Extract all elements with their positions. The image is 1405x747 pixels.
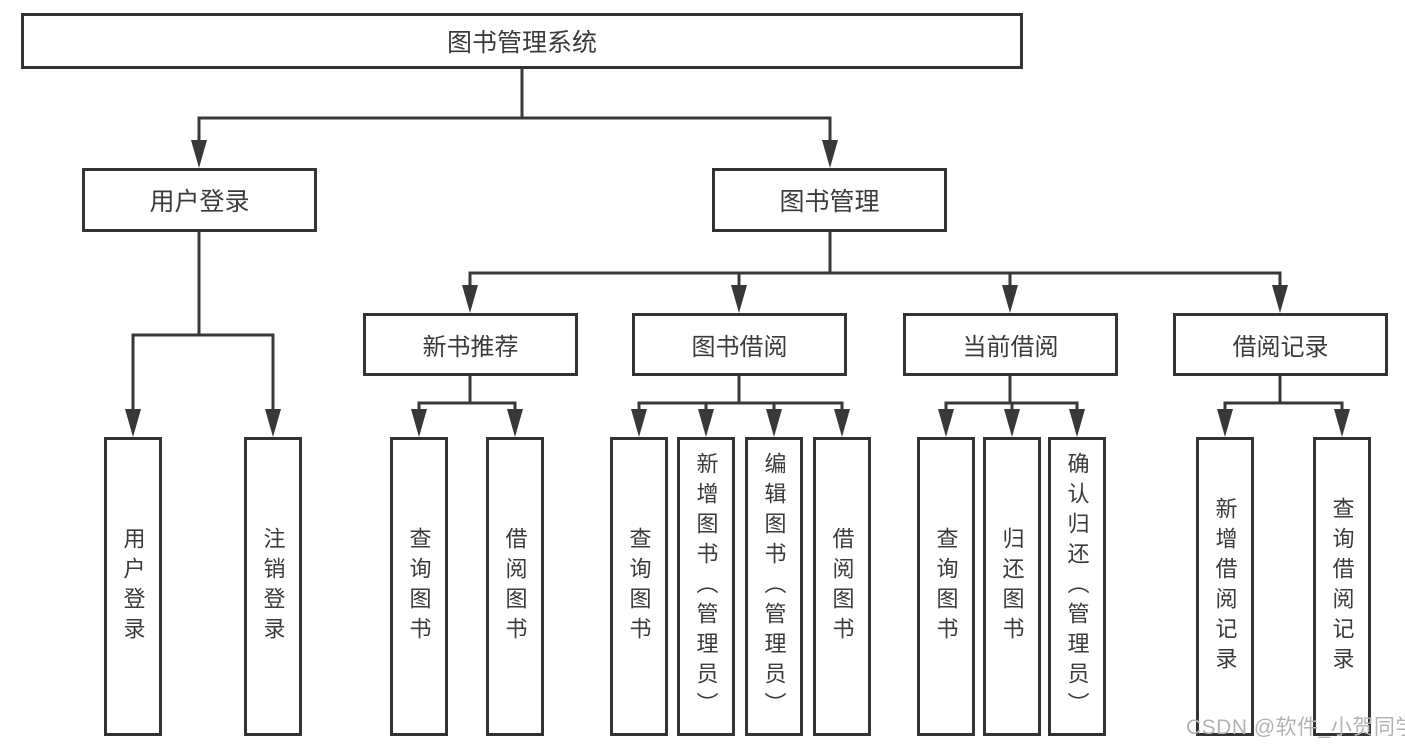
leaf-label: 借阅图书 [502,526,528,647]
leaf-label: 新增借阅记录 [1212,496,1238,677]
leaf-confirm-return-admin: 确认归还（管理员） [1048,437,1106,736]
leaf-borrow-book: 借阅图书 [813,437,871,736]
leaf-query-books: 查询图书 [610,437,668,736]
leaf-edit-book-admin: 编辑图书（管理员） [745,437,803,736]
node-book-management: 图书管理 [712,168,947,232]
leaf-user-login: 用户登录 [104,437,162,736]
connector-root-to-level2 [191,67,838,168]
leaf-query-books: 查询图书 [390,437,448,736]
leaf-label: 借阅图书 [829,526,855,647]
csdn-watermark: CSDN @软件_小贺同学 [1186,716,1405,739]
connector-user-login-children [125,230,281,437]
connector-book-management-children [462,230,1288,313]
connector-new-book-recommend-children [411,374,523,437]
leaf-query-borrow-record: 查询借阅记录 [1313,437,1371,736]
leaf-query-books: 查询图书 [917,437,975,736]
leaf-label: 注销登录 [260,526,286,647]
leaf-add-book-admin: 新增图书（管理员） [677,437,735,736]
leaf-label: 确认归还（管理员） [1064,451,1090,722]
leaf-label: 用户登录 [120,526,146,647]
leaf-label: 新增图书（管理员） [693,451,719,722]
leaf-label: 查询图书 [626,526,652,647]
leaf-return-book: 归还图书 [983,437,1041,736]
leaf-label: 编辑图书（管理员） [761,451,787,722]
node-user-login: 用户登录 [82,168,317,232]
leaf-logout: 注销登录 [244,437,302,736]
node-root: 图书管理系统 [21,13,1023,69]
connector-current-borrow-children [938,374,1085,437]
connector-borrow-records-children [1217,374,1350,437]
leaf-label: 查询借阅记录 [1329,496,1355,677]
node-borrow-records: 借阅记录 [1173,313,1388,376]
connector-book-borrow-children [631,374,850,437]
node-current-borrow: 当前借阅 [903,313,1118,376]
leaf-borrow-book: 借阅图书 [486,437,544,736]
leaf-label: 查询图书 [933,526,959,647]
node-book-borrow: 图书借阅 [632,313,847,376]
leaf-label: 归还图书 [999,526,1025,647]
node-new-book-recommend: 新书推荐 [363,313,578,376]
leaf-add-borrow-record: 新增借阅记录 [1196,437,1254,736]
leaf-label: 查询图书 [406,526,432,647]
